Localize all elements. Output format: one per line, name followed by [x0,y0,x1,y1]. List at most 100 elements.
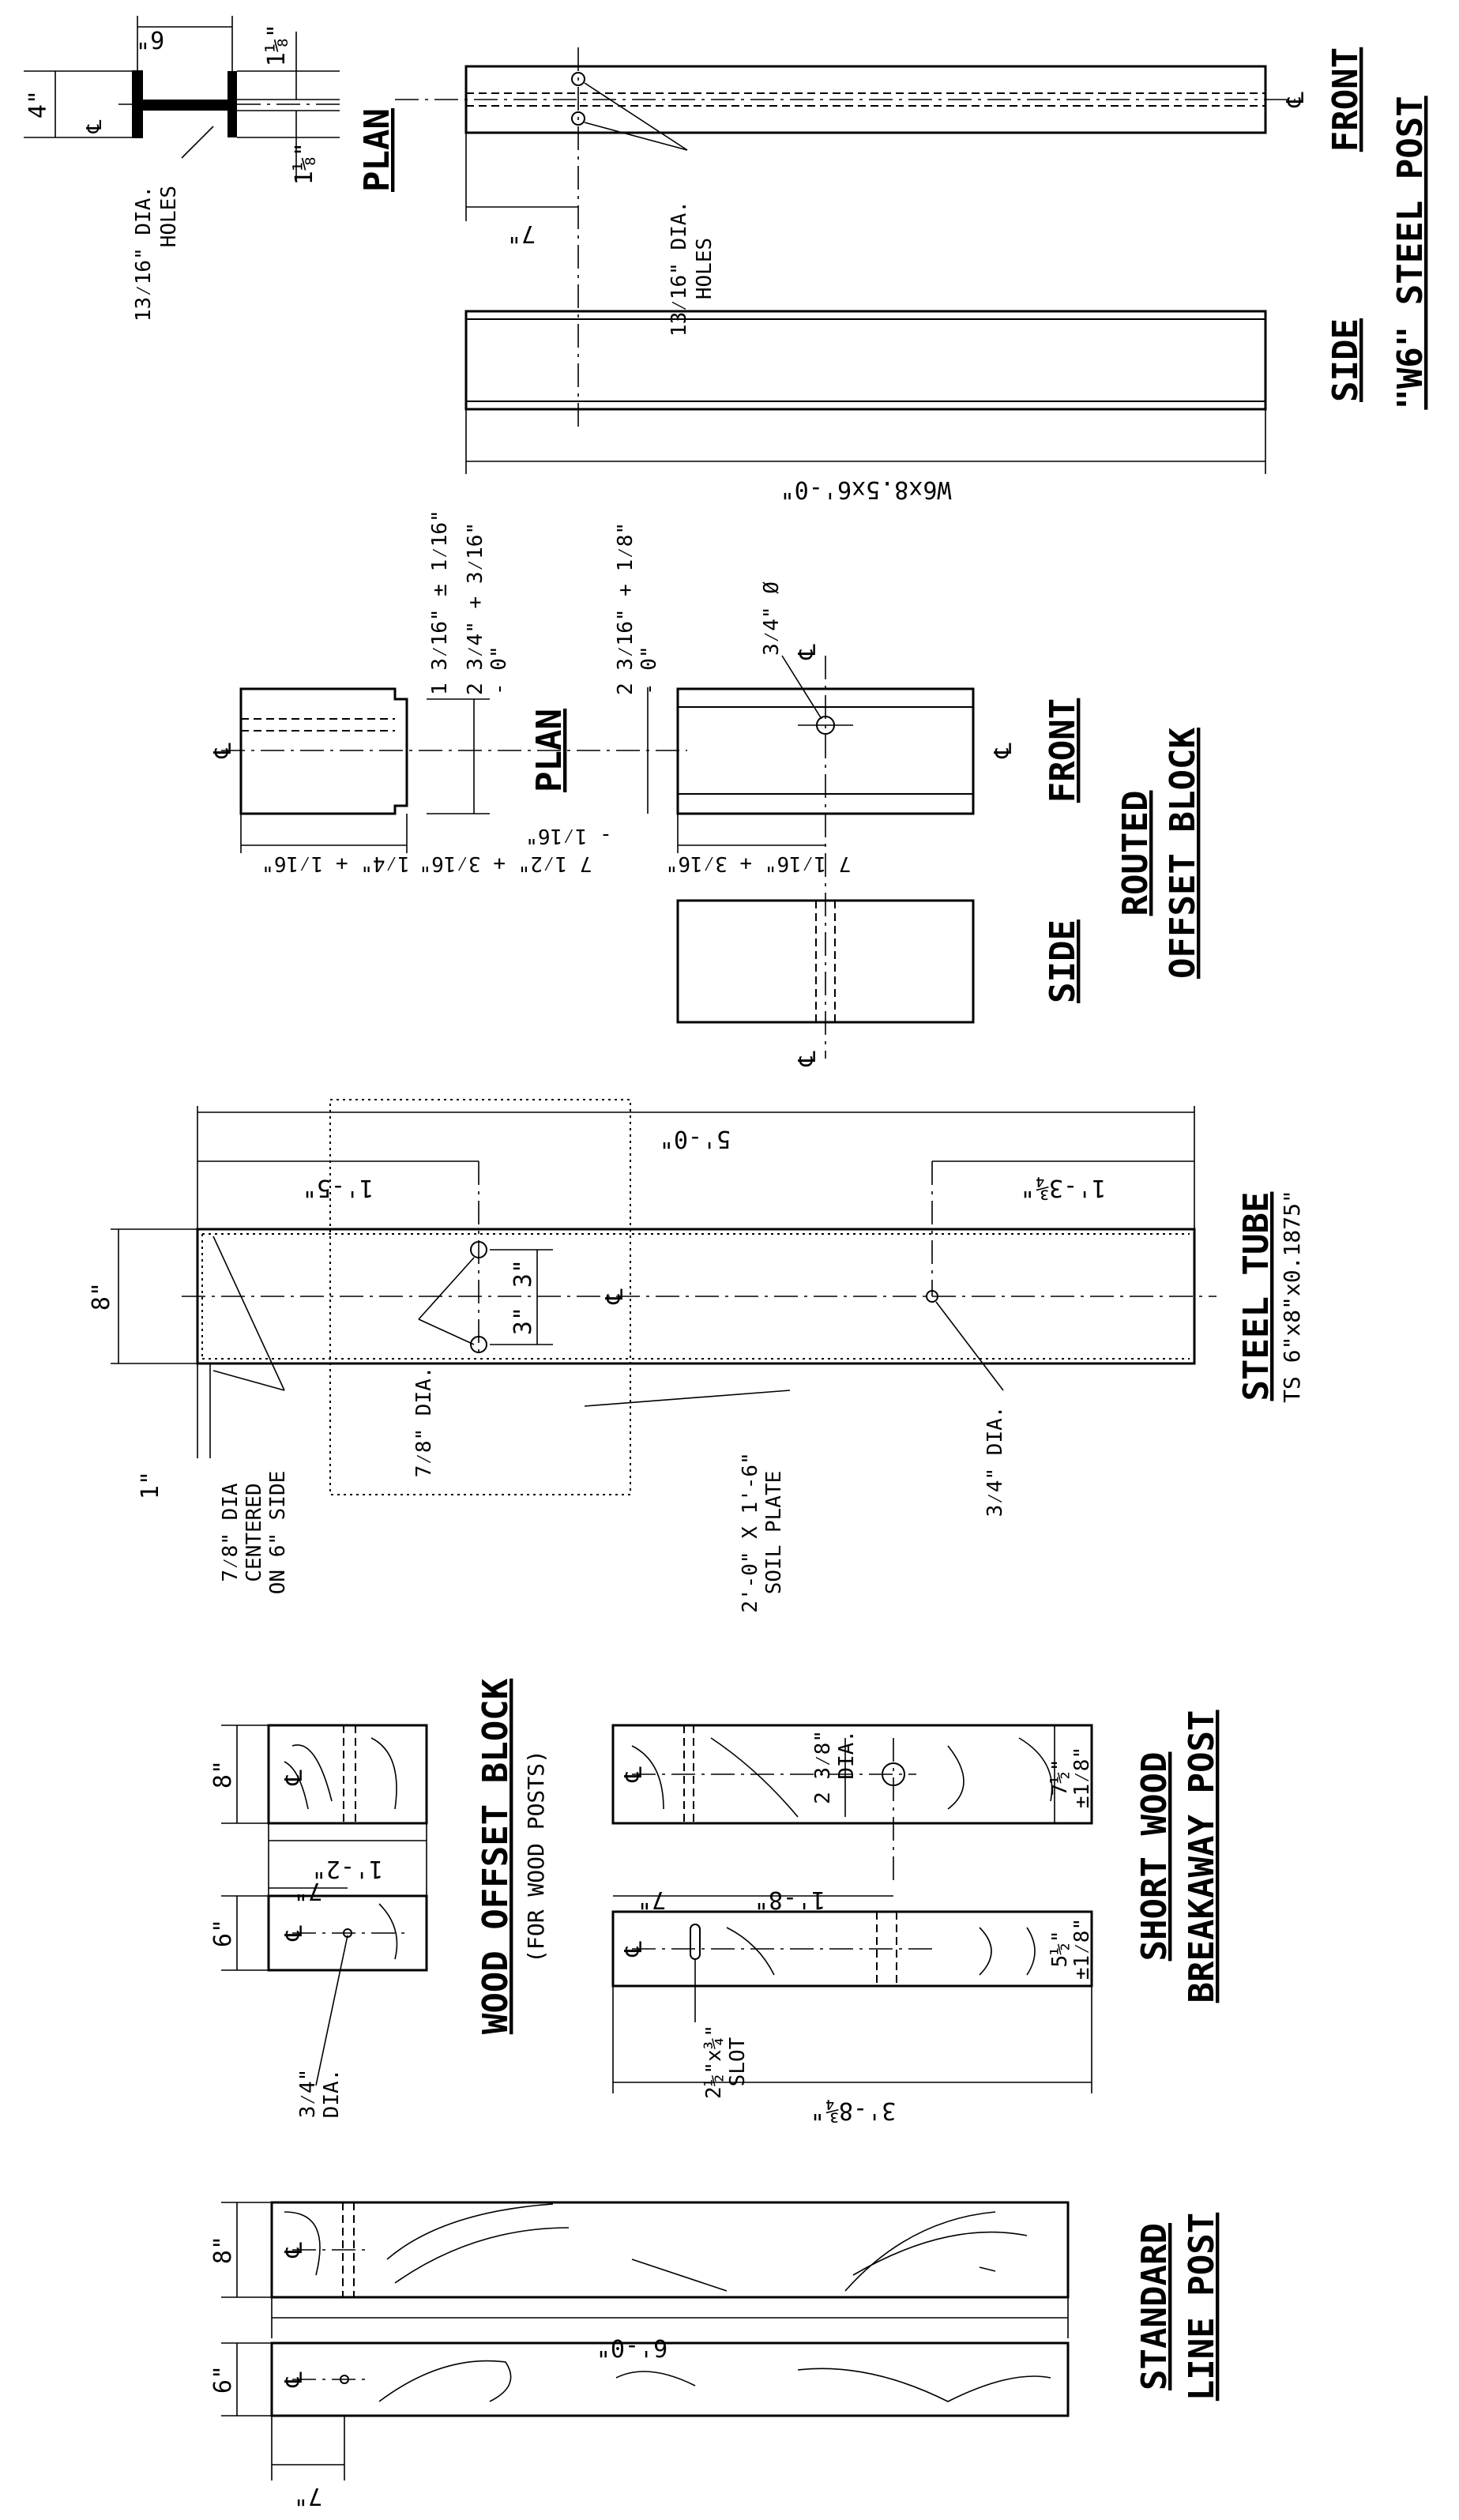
short-post-length: 3'-8¾" [810,2097,896,2124]
steel-tube-centerline: ℄ [601,1288,629,1305]
short-post-front-view [611,1724,1093,1880]
steel-post-title: "W6" STEEL POST [1390,96,1431,409]
wood-offset-block-section: 8" 1'-2" ℄ 6" 7" ℄ 3⁄4" DIA. WOOD OFFSET… [209,1678,549,2118]
standard-post-6in-view [221,2341,1070,2481]
steel-tube-view [111,1106,1216,1458]
steel-tube-note-line1: 7⁄8" DIA [219,1483,243,1582]
steel-post-front-view [395,47,1295,427]
wood-offset-block-dim-1-2: 1'-2" [312,1855,383,1882]
steel-tube-dim-3b: 3" [510,1307,537,1335]
offset-block-front-label: FRONT [1043,698,1083,803]
wood-offset-block-6in-view [221,1887,428,2086]
short-post-dim-7: 7" [637,1886,666,1913]
wood-offset-block-centerline-6: ℄ [280,1925,308,1942]
steel-post-side-label: SIDE [1326,318,1366,402]
offset-block-dim-a: 1 3⁄16" ± 1⁄16" [428,510,452,695]
offset-block-dim-e2: - 1⁄16" [525,824,612,848]
offset-block-dim-b2: - 0" [487,645,511,695]
offset-block-front-centerline-top: ℄ [794,644,822,660]
standard-post-title-line1: STANDARD [1134,2223,1175,2390]
steel-post-front-label: FRONT [1326,47,1366,152]
offset-block-dim-f: 7 1⁄16" + 3⁄16" [666,852,852,875]
steel-tube-length: 5'-0" [660,1125,731,1153]
wood-offset-block-centerline-8: ℄ [280,1770,308,1786]
short-post-dim-7-1-2-tol: ±1⁄8" [1070,1747,1094,1808]
steel-tube-subtitle: TS 6"x8"x0.1875" [1279,1190,1305,1403]
short-post-slot-line2: SLOT [726,2037,750,2086]
standard-post-length: 6'-0" [596,2334,667,2361]
wood-offset-block-dim-8: 8" [209,1760,237,1788]
steel-post-plan-view [24,16,340,182]
steel-post-plan-holes: HOLES [157,186,181,247]
standard-post-dim-7: 7" [294,2482,322,2510]
standard-post-dim-6: 6" [209,2365,237,2394]
short-post-slot-line1: 2½"x¾" [702,2025,726,2099]
short-post-dim-7-1-2: 7½" [1048,1759,1072,1796]
steel-post-front-holes: HOLES [693,238,716,299]
short-post-title-line2: BREAKAWAY POST [1182,1710,1222,2003]
standard-post-8in-view [221,2201,1070,2338]
steel-post-plan-centerline: ℄ [83,119,107,134]
short-post-section: ℄ 2 3⁄8" DIA. 7½" ±1⁄8" 7" 1'-8" ℄ 5½" ±… [611,1710,1222,2124]
steel-post-dim-1-1-8-top: 1⅛" [263,24,291,66]
offset-block-section: ℄ 1 3⁄16" ± 1⁄16" 2 3⁄4" + 3⁄16" - 0" PL… [209,510,1203,1066]
short-post-dim-5-1-2: 5½" [1048,1931,1072,1968]
wood-offset-block-dim-7: 7" [294,1877,322,1905]
short-post-dim-2-3-8: 2 3⁄8" [811,1730,835,1804]
wood-offset-block-hole-dia-line1: 3⁄4" [296,2069,320,2119]
offset-block-side-view [676,899,975,1024]
offset-block-dim-e: 7 1⁄2" + 3⁄16" [419,852,592,875]
wood-offset-block-hole-dia-line2: DIA. [320,2069,344,2119]
short-post-dim-5-1-2-tol: ±1⁄8" [1070,1918,1094,1980]
wood-offset-block-8in-view [221,1724,428,1912]
offset-block-dim-c2: - 0" [637,645,661,695]
short-post-side-view [611,1895,1093,2093]
steel-tube-dim-3a: 3" [510,1259,537,1288]
steel-post-front-centerline: ℄ [1282,92,1310,108]
steel-tube-soil-plate-line2: SOIL PLATE [762,1471,786,1595]
standard-post-section: 8" ℄ 6'-0" 6" ℄ 7" STANDARD LINE POST [209,2201,1222,2510]
steel-tube-dim-1-5: 1'-5" [303,1174,374,1202]
short-post-centerline-side: ℄ [620,1941,648,1958]
offset-block-plan-centerline: ℄ [209,743,237,759]
wood-offset-block-title: WOOD OFFSET BLOCK [476,1678,516,2034]
steel-post-front-holes-dia: 13⁄16" DIA. [667,201,691,337]
steel-tube-note-line2: CENTERED [243,1483,266,1582]
steel-tube-title: STEEL TUBE [1236,1192,1277,1401]
soil-plate-outline [329,1099,631,1495]
steel-post-dim-6: 6" [136,25,164,53]
steel-post-plan-label: PLAN [357,108,397,192]
standard-post-centerline-6: ℄ [280,2371,308,2388]
offset-block-dim-c: 2 3⁄16" + 1⁄8" [614,522,637,695]
short-post-centerline-front: ℄ [620,1766,648,1783]
steel-tube-dim-1-3-75: 1'-3¾" [1021,1174,1106,1202]
steel-post-front-dim-7: 7" [507,220,536,247]
steel-tube-section: 5'-0" 1'-5" 1'-3¾" 8" 3" 3" ℄ 1" 7⁄8" DI… [88,1099,1305,1613]
offset-block-side-centerline: ℄ [794,1051,822,1067]
steel-tube-dim-1: 1" [137,1471,164,1499]
offset-block-front-view [647,655,975,1059]
offset-block-title-line2: OFFSET BLOCK [1163,728,1203,979]
offset-block-dim-d: 1⁄4" + 1⁄16" [261,852,410,875]
standard-post-dim-8: 8" [209,2236,237,2264]
steel-post-section: 4" 6" 1⅛" 1⅛" 13⁄16" DIA. HOLES ℄ PLAN 7… [24,16,1431,503]
offset-block-dim-b: 2 3⁄4" + 3⁄16" [464,522,487,695]
offset-block-side-label: SIDE [1043,920,1083,1003]
steel-tube-dim-8: 8" [88,1282,115,1311]
steel-post-dim-1-1-8-bottom: 1⅛" [291,142,318,185]
short-post-dim-dia: DIA. [835,1730,859,1780]
steel-post-dim-4: 4" [24,90,52,118]
steel-post-side-view [464,310,1267,474]
standard-post-title-line2: LINE POST [1182,2213,1222,2401]
offset-block-plan-view [221,687,687,853]
steel-post-plan-holes-dia: 13⁄16" DIA. [132,186,156,322]
wood-offset-block-subtitle: (FOR WOOD POSTS) [523,1750,549,1963]
wood-offset-block-dim-6: 6" [209,1919,237,1947]
steel-tube-note-line3: ON 6" SIDE [266,1471,290,1595]
short-post-dim-1-8: 1'-8" [754,1886,825,1913]
steel-tube-soil-plate-line1: 2'-0" X 1'-6" [739,1452,762,1613]
steel-tube-hole-dia-7-8: 7⁄8" DIA. [412,1367,436,1478]
offset-block-hole-dia: 3⁄4" Ø [760,581,784,656]
offset-block-front-centerline-right: ℄ [990,743,1017,759]
